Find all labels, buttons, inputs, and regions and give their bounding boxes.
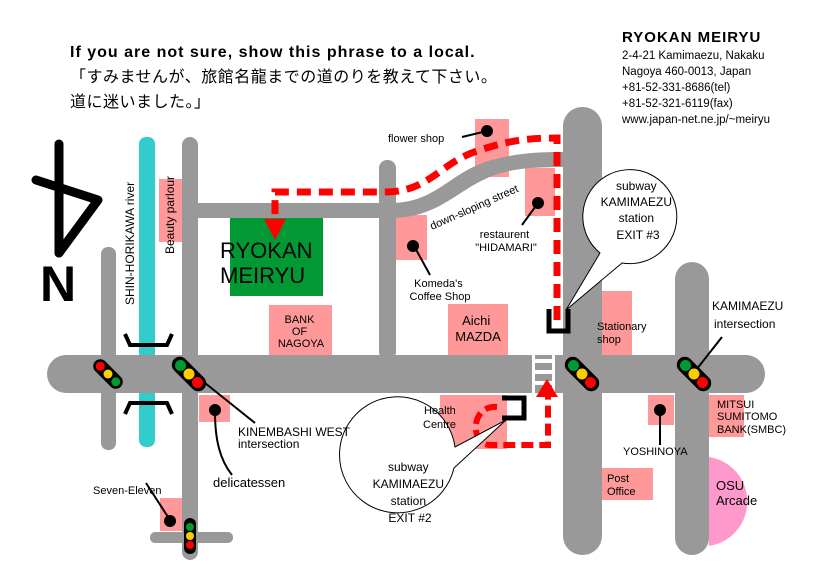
road-main — [47, 355, 765, 393]
exit3-marker — [546, 309, 571, 334]
route-arrow-up — [536, 379, 558, 397]
road-kinembashi — [182, 137, 198, 560]
aichi-mazda-label: Aichi MAZDA — [455, 313, 501, 344]
address-block: RYOKAN MEIRYU 2-4-21 Kamimaezu, Nakaku N… — [622, 28, 770, 128]
exit3-callout — [565, 169, 678, 311]
north-arrow-icon — [31, 139, 103, 258]
health-centre-label: Health Centre — [423, 405, 459, 431]
traffic-light-icon — [184, 518, 196, 554]
north-label: N — [40, 256, 76, 312]
flower-shop-label: flower shop — [388, 133, 444, 145]
route-arrow-down — [264, 219, 286, 240]
komeda-label: Komeda's Coffee Shop — [410, 278, 471, 303]
ryokan-label-2: MEIRYU — [220, 263, 305, 288]
exit3-label: subway KAMIMAEZU station EXIT #3 — [601, 179, 676, 242]
website: www.japan-net.ne.jp/~meiryu — [622, 114, 770, 126]
pins — [164, 125, 666, 527]
ryokan-label-1: RYOKAN — [220, 238, 313, 263]
bank-of-nagoya-block — [269, 305, 332, 355]
exit2-callout — [339, 396, 507, 514]
river — [139, 137, 155, 447]
yoshinoya-label: YOSHINOYA — [623, 446, 688, 458]
komeda-pin-icon — [407, 240, 419, 252]
route-to-ryokan — [271, 134, 561, 320]
traffic-light-icon — [93, 359, 123, 389]
smbc-label: MITSUI SUMITOMO BANK(SMBC) — [717, 399, 786, 436]
address-line1: 2-4-21 Kamimaezu, Nakaku — [622, 50, 765, 62]
kinembashi-label: KINEMBASHI WEST intersection — [238, 425, 353, 451]
road-upper — [182, 203, 397, 218]
post-office-label: Post Office — [607, 473, 636, 498]
smbc-block — [709, 395, 744, 437]
seven-eleven-label: Seven-Eleven — [93, 485, 162, 497]
leader-lines — [145, 130, 723, 521]
bank-of-nagoya-label: BANK OF NAGOYA — [278, 314, 325, 350]
hidamari-label: restaurent "HIDAMARI" — [475, 229, 537, 254]
flower-shop-pin-icon — [481, 125, 493, 137]
traffic-light-icon — [564, 356, 600, 392]
aichi-mazda-block — [448, 304, 508, 356]
instruction-text: If you are not sure, show this phrase to… — [70, 44, 476, 61]
exit2-marker — [502, 395, 527, 421]
fax: +81-52-321-6119(fax) — [622, 98, 733, 110]
road-third — [379, 160, 396, 360]
bridge — [123, 333, 174, 415]
yoshinoya-pin-icon — [654, 404, 666, 416]
river-label: SHIN-HORIKAWA river — [123, 182, 137, 305]
exit2-label: subway KAMIMAEZU station EXIT #2 — [373, 460, 448, 525]
address-line2: Nagoya 460-0013, Japan — [622, 66, 752, 78]
phone: +81-52-331-8686(tel) — [622, 82, 731, 94]
japanese-phrase-line2: 道に迷いました。」 — [70, 94, 211, 111]
beauty-parlour-label: Beauty parlour — [163, 176, 177, 254]
stationary-block — [602, 291, 632, 355]
stationary-label: Stationary shop — [597, 321, 650, 346]
hidamari-block — [525, 168, 555, 216]
hidamari-pin-icon — [532, 197, 544, 209]
beauty-parlour-block — [159, 179, 182, 242]
kamimaezu-intersection-label: KAMIMAEZU intersection — [712, 299, 787, 331]
road-left — [101, 247, 116, 450]
traffic-light-icon — [676, 356, 712, 392]
ryokan-name: RYOKAN MEIRYU — [622, 29, 762, 46]
japanese-phrase-line1: 「すみませんが、旅館名龍までの道のりを教えて下さい。 — [70, 69, 498, 86]
komeda-block — [396, 215, 427, 260]
delicatessen-pin-icon — [209, 404, 221, 416]
osu-arcade-block — [709, 457, 748, 546]
osu-arcade-label: OSU Arcade — [716, 478, 757, 508]
seven-eleven-pin-icon — [164, 515, 176, 527]
traffic-light-icon — [171, 356, 207, 392]
delicatessen-label: delicatessen — [213, 475, 285, 490]
route-from-exit2 — [472, 395, 551, 448]
post-office-block — [600, 468, 653, 500]
down-sloping-street — [390, 152, 565, 218]
road-right — [675, 262, 709, 555]
header: If you are not sure, show this phrase to… — [70, 40, 497, 115]
